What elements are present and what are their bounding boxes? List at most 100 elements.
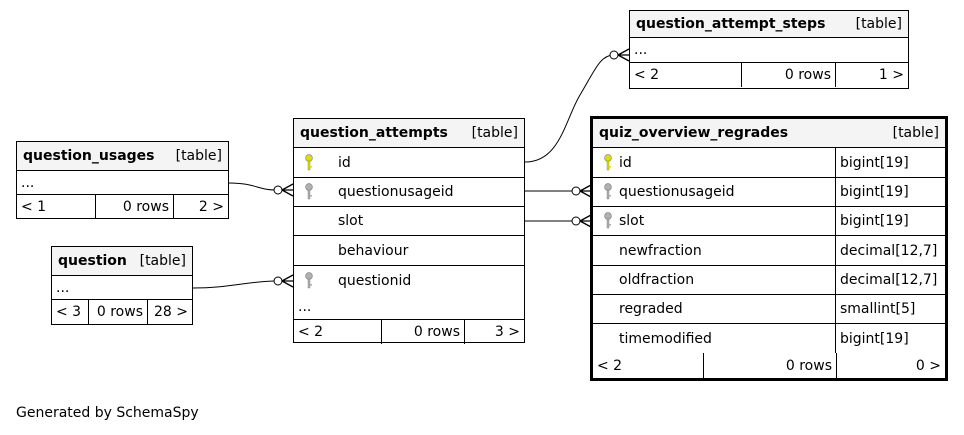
table-header: quiz_overview_regrades [table] bbox=[593, 119, 945, 148]
column-row-questionid[interactable]: questionid bbox=[294, 266, 524, 295]
foreign-key-icon bbox=[305, 183, 313, 200]
table-name: quiz_overview_regrades bbox=[599, 125, 789, 141]
table-question-usages[interactable]: question_usages [table] ... < 1 0 rows 2… bbox=[16, 141, 229, 219]
column-row-questionusageid[interactable]: questionusageid bbox=[294, 178, 524, 207]
parents-count: < 2 bbox=[597, 357, 623, 374]
edge-question-to-attempts bbox=[192, 280, 277, 289]
table-kind: [table] bbox=[175, 148, 222, 164]
row-count: 0 rows bbox=[381, 320, 464, 344]
table-kind: [table] bbox=[855, 16, 902, 32]
parents-count: < 3 bbox=[56, 304, 82, 320]
table-footer: < 2 0 rows 3 > bbox=[294, 320, 524, 344]
table-header: question_usages [table] bbox=[17, 142, 228, 171]
table-question[interactable]: question [table] ... < 3 0 rows 28 > bbox=[51, 246, 193, 325]
table-name: question_usages bbox=[23, 148, 155, 164]
column-type: bigint[19] bbox=[835, 178, 945, 206]
column-name: questionid bbox=[338, 272, 412, 289]
table-kind: [table] bbox=[139, 253, 186, 269]
table-name: question bbox=[58, 253, 127, 269]
edge-slot-to-regrades-crow bbox=[579, 214, 592, 228]
column-name: slot bbox=[338, 213, 364, 229]
edge-qusage-to-regrades-circle bbox=[571, 186, 581, 196]
edge-slot-to-regrades-circle bbox=[571, 216, 581, 226]
edge-qusage-to-regrades-crow bbox=[579, 184, 592, 198]
row-count: 0 rows bbox=[741, 63, 835, 87]
table-kind: [table] bbox=[892, 125, 939, 141]
column-type: decimal[12,7] bbox=[835, 266, 945, 294]
column-name: questionusageid bbox=[338, 184, 454, 200]
foreign-key-icon bbox=[305, 271, 313, 288]
column-row-regraded[interactable]: regraded smallint[5] bbox=[593, 295, 945, 324]
foreign-key-icon bbox=[604, 212, 612, 229]
children-count: 28 > bbox=[147, 300, 192, 324]
ellipsis-text: ... bbox=[21, 174, 35, 191]
children-count: 3 > bbox=[464, 320, 524, 344]
column-name: id bbox=[619, 154, 632, 171]
table-footer: < 1 0 rows 2 > bbox=[17, 195, 228, 218]
column-type: bigint[19] bbox=[835, 324, 945, 353]
row-count: 0 rows bbox=[703, 353, 836, 378]
table-header: question [table] bbox=[52, 247, 192, 276]
parents-count: < 2 bbox=[298, 324, 324, 340]
column-row-slot[interactable]: slot bigint[19] bbox=[593, 207, 945, 236]
ellipsis-text: ... bbox=[298, 299, 312, 315]
column-type: smallint[5] bbox=[835, 295, 945, 323]
foreign-key-icon bbox=[604, 183, 612, 200]
generated-by-credit: Generated by SchemaSpy bbox=[16, 405, 199, 421]
column-row-slot[interactable]: slot bbox=[294, 207, 524, 236]
row-count: 0 rows bbox=[95, 195, 173, 218]
ellipsis-row: ... bbox=[294, 295, 524, 320]
edge-question-to-attempts-circle bbox=[273, 276, 283, 286]
column-type: bigint[19] bbox=[835, 207, 945, 235]
primary-key-icon bbox=[305, 153, 313, 170]
table-footer: < 2 0 rows 0 > bbox=[593, 353, 945, 378]
table-footer: < 2 0 rows 1 > bbox=[630, 63, 908, 87]
children-count: 0 > bbox=[836, 353, 945, 378]
ellipsis-row: ... bbox=[17, 171, 228, 195]
edge-attempts-to-steps-circle bbox=[609, 50, 619, 60]
edge-usages-to-attempts-circle bbox=[273, 185, 283, 195]
column-row-timemodified[interactable]: timemodified bigint[19] bbox=[593, 324, 945, 353]
column-name: newfraction bbox=[619, 242, 702, 259]
table-question-attempt-steps[interactable]: question_attempt_steps [table] ... < 2 0… bbox=[629, 10, 909, 89]
table-header: question_attempt_steps [table] bbox=[630, 11, 908, 38]
parents-count: < 1 bbox=[21, 198, 47, 215]
column-row-id[interactable]: id bigint[19] bbox=[593, 148, 945, 178]
column-row-newfraction[interactable]: newfraction decimal[12,7] bbox=[593, 236, 945, 266]
column-name: oldfraction bbox=[619, 272, 695, 288]
children-count: 1 > bbox=[835, 63, 908, 87]
column-row-questionusageid[interactable]: questionusageid bigint[19] bbox=[593, 178, 945, 207]
ellipsis-row: ... bbox=[52, 276, 192, 300]
table-question-attempts[interactable]: question_attempts [table] id questionusag… bbox=[293, 118, 525, 344]
column-name: questionusageid bbox=[619, 184, 735, 200]
column-row-oldfraction[interactable]: oldfraction decimal[12,7] bbox=[593, 266, 945, 295]
column-type: decimal[12,7] bbox=[835, 236, 945, 265]
parents-count: < 2 bbox=[634, 67, 660, 83]
table-kind: [table] bbox=[471, 125, 518, 141]
column-type: bigint[19] bbox=[835, 148, 945, 177]
column-name: behaviour bbox=[338, 242, 409, 259]
ellipsis-row: ... bbox=[630, 38, 908, 63]
edge-attempts-to-steps-crow bbox=[617, 48, 630, 62]
column-name: regraded bbox=[619, 301, 683, 317]
ellipsis-text: ... bbox=[634, 42, 648, 58]
ellipsis-text: ... bbox=[56, 279, 70, 296]
column-name: id bbox=[338, 154, 351, 171]
column-row-id[interactable]: id bbox=[294, 148, 524, 178]
table-quiz-overview-regrades[interactable]: quiz_overview_regrades [table] id bigint[… bbox=[590, 116, 948, 381]
edge-usages-to-attempts bbox=[228, 182, 277, 191]
column-name: slot bbox=[619, 213, 645, 229]
table-header: question_attempts [table] bbox=[294, 119, 524, 148]
column-name: timemodified bbox=[619, 330, 712, 347]
column-row-behaviour[interactable]: behaviour bbox=[294, 236, 524, 266]
table-footer: < 3 0 rows 28 > bbox=[52, 300, 192, 324]
table-name: question_attempts bbox=[300, 125, 448, 141]
children-count: 2 > bbox=[173, 195, 228, 218]
primary-key-icon bbox=[604, 153, 612, 170]
edge-usages-to-attempts-crow bbox=[281, 183, 294, 197]
row-count: 0 rows bbox=[88, 300, 147, 324]
column-list: id questionusageid slot behaviour questionid bbox=[294, 148, 524, 295]
edge-question-to-attempts-crow bbox=[281, 274, 294, 288]
